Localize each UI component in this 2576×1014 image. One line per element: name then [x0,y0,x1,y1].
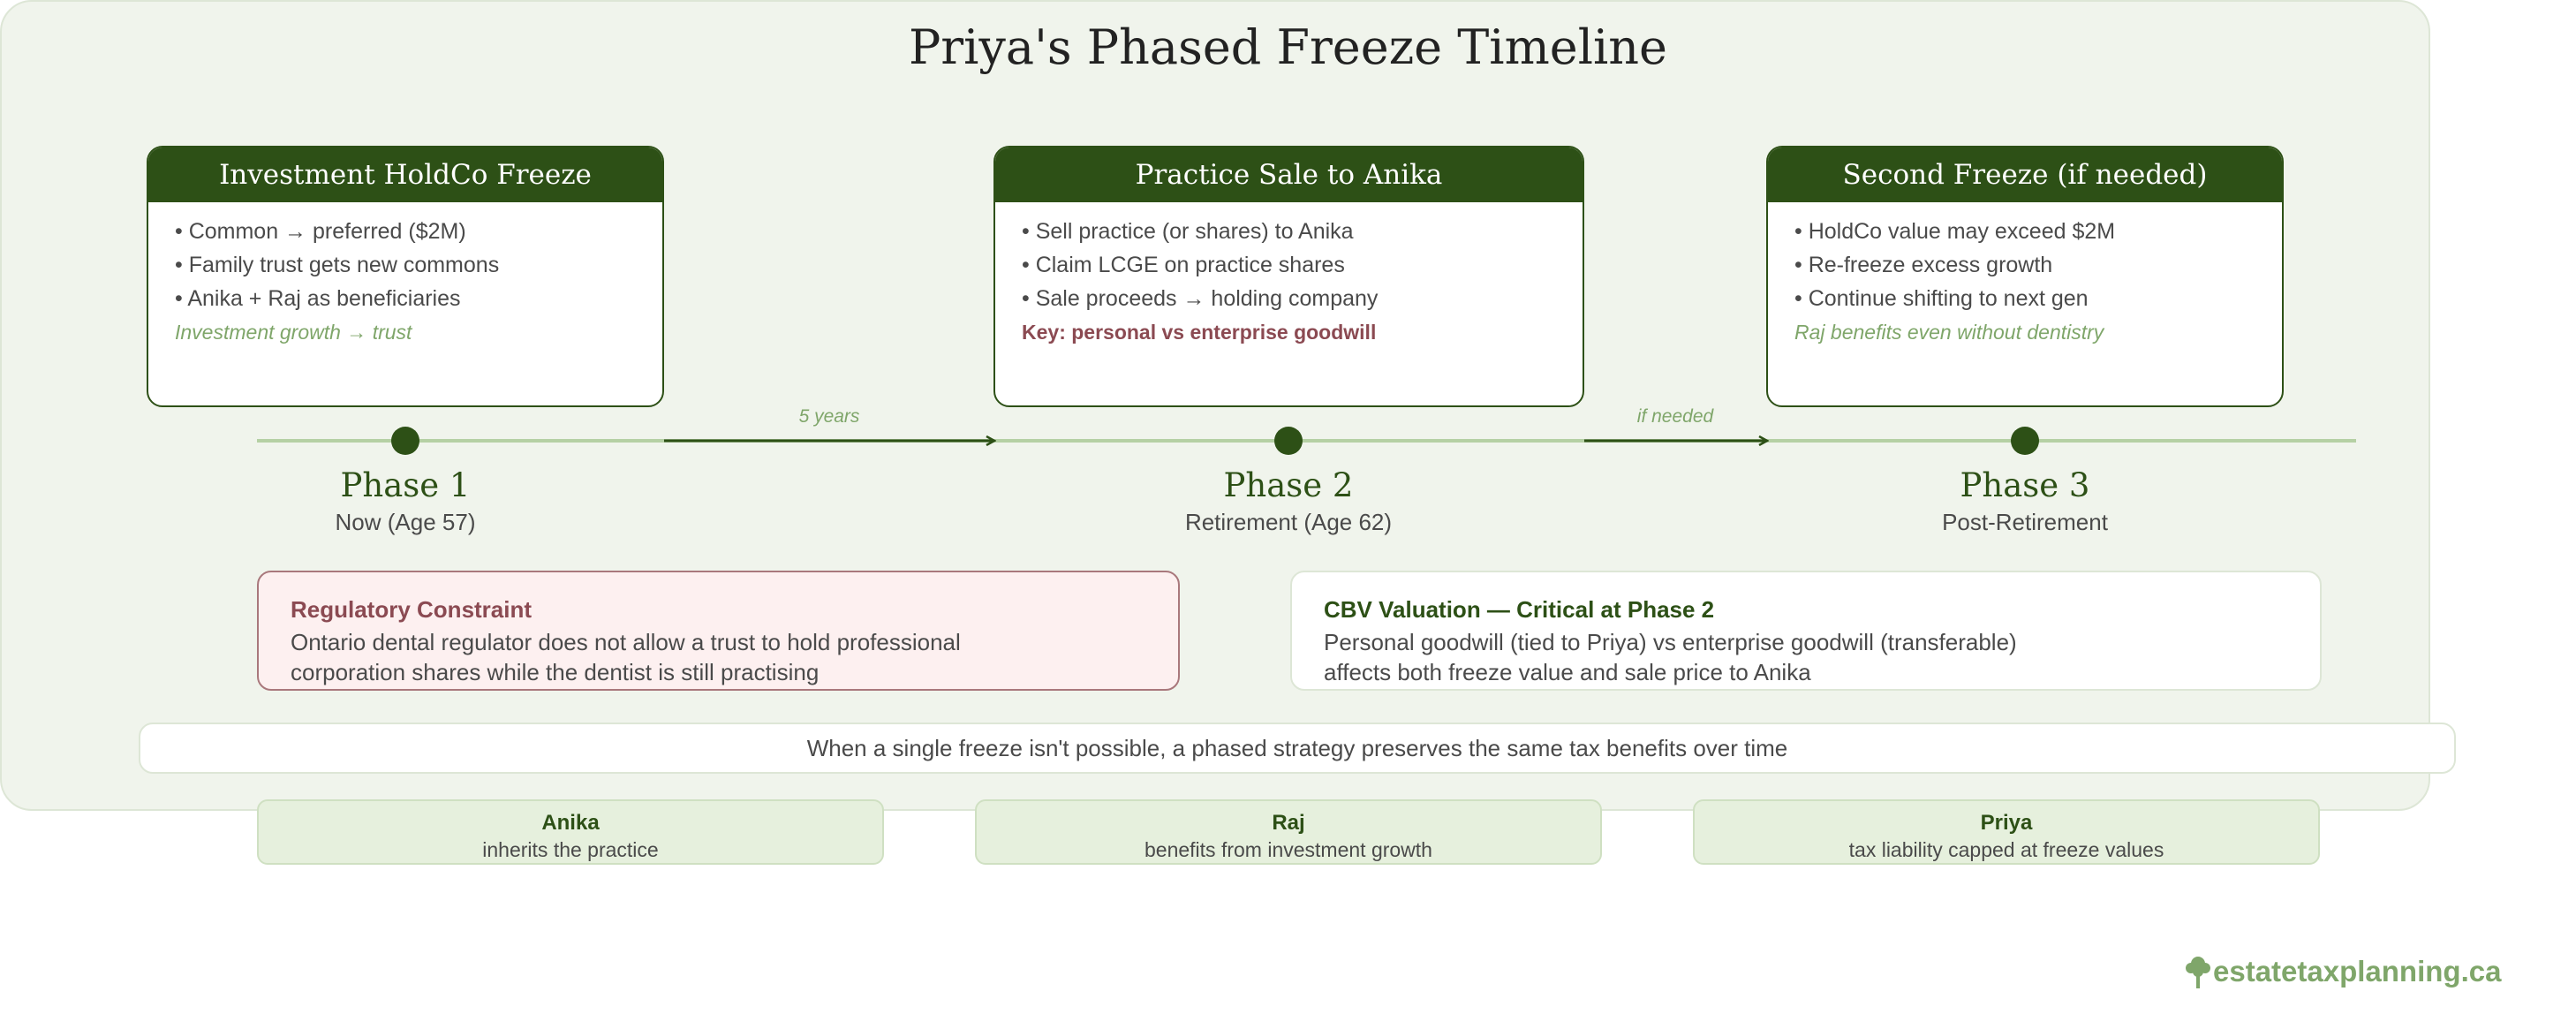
phase-1-bullet: • Family trust gets new commons [175,253,500,277]
transition-label-1: 5 years [798,406,860,427]
phase-3-bullet: • Continue shifting to next gen [1794,286,2089,311]
tree-icon [2186,957,2210,988]
phase-2-card-title: Practice Sale to Anika [995,148,1583,202]
phase-3-subtitle: Post-Retirement [1942,509,2108,535]
phase-3-card: Second Freeze (if needed) • HoldCo value… [1766,146,2284,407]
phase-2-name: Phase 2 [1223,466,1354,504]
brand-text: estatetaxplanning.ca [2213,955,2502,988]
phase-3-marker [2011,427,2039,455]
beneficiary-role: inherits the practice [482,838,659,861]
phase-1-bullet: • Common → preferred ($2M) [175,219,466,244]
phase-1-card-title: Investment HoldCo Freeze [148,148,662,202]
phase-2-note: Key: personal vs enterprise goodwill [1022,321,1377,344]
phase-3-name: Phase 3 [1960,466,2090,504]
phase-3-card-title: Second Freeze (if needed) [1768,148,2282,202]
phase-3-bullet: • Re-freeze excess growth [1794,253,2053,277]
regulatory-constraint-box: Regulatory Constraint Ontario dental reg… [257,571,1180,691]
beneficiary-card-anika: Anika inherits the practice [257,799,884,865]
beneficiary-role: benefits from investment growth [1144,838,1432,861]
phase-1-name: Phase 1 [340,466,471,504]
beneficiary-card-priya: Priya tax liability capped at freeze val… [1693,799,2320,865]
phase-3-bullet: • HoldCo value may exceed $2M [1794,219,2116,244]
brand-logo[interactable]: estatetaxplanning.ca [2183,950,2501,993]
valuation-text: affects both freeze value and sale price… [1324,659,1811,685]
regulatory-text: corporation shares while the dentist is … [291,659,820,685]
phase-1-note: Investment growth → trust [175,321,412,344]
beneficiary-name: Raj [1272,811,1305,835]
beneficiary-role: tax liability capped at freeze values [1848,838,2164,861]
valuation-box: CBV Valuation — Critical at Phase 2 Pers… [1290,571,2322,691]
phase-1-card: Investment HoldCo Freeze • Common → pref… [147,146,664,407]
phase-2-marker [1274,427,1303,455]
beneficiary-card-raj: Raj benefits from investment growth [975,799,1602,865]
regulatory-title: Regulatory Constraint [291,596,533,623]
beneficiary-name: Anika [541,811,600,835]
regulatory-text: Ontario dental regulator does not allow … [291,629,961,655]
valuation-title: CBV Valuation — Critical at Phase 2 [1324,596,1715,623]
summary-banner: When a single freeze isn't possible, a p… [139,723,2456,774]
phase-2-card: Practice Sale to Anika • Sell practice (… [993,146,1584,407]
phase-3-note: Raj benefits even without dentistry [1794,321,2104,344]
transition-label-2: if needed [1636,406,1714,427]
phase-1-subtitle: Now (Age 57) [335,509,476,535]
beneficiary-name: Priya [1980,811,2033,835]
phase-1-marker [391,427,419,455]
phase-2-subtitle: Retirement (Age 62) [1184,509,1393,535]
page-title: Priya's Phased Freeze Timeline [908,19,1668,75]
phase-2-bullet: • Claim LCGE on practice shares [1022,253,1345,277]
valuation-text: Personal goodwill (tied to Priya) vs ent… [1324,629,2017,655]
phase-2-bullet: • Sell practice (or shares) to Anika [1022,219,1354,244]
phase-1-bullet: • Anika + Raj as beneficiaries [175,286,461,311]
phase-2-bullet: • Sale proceeds → holding company [1022,286,1379,311]
